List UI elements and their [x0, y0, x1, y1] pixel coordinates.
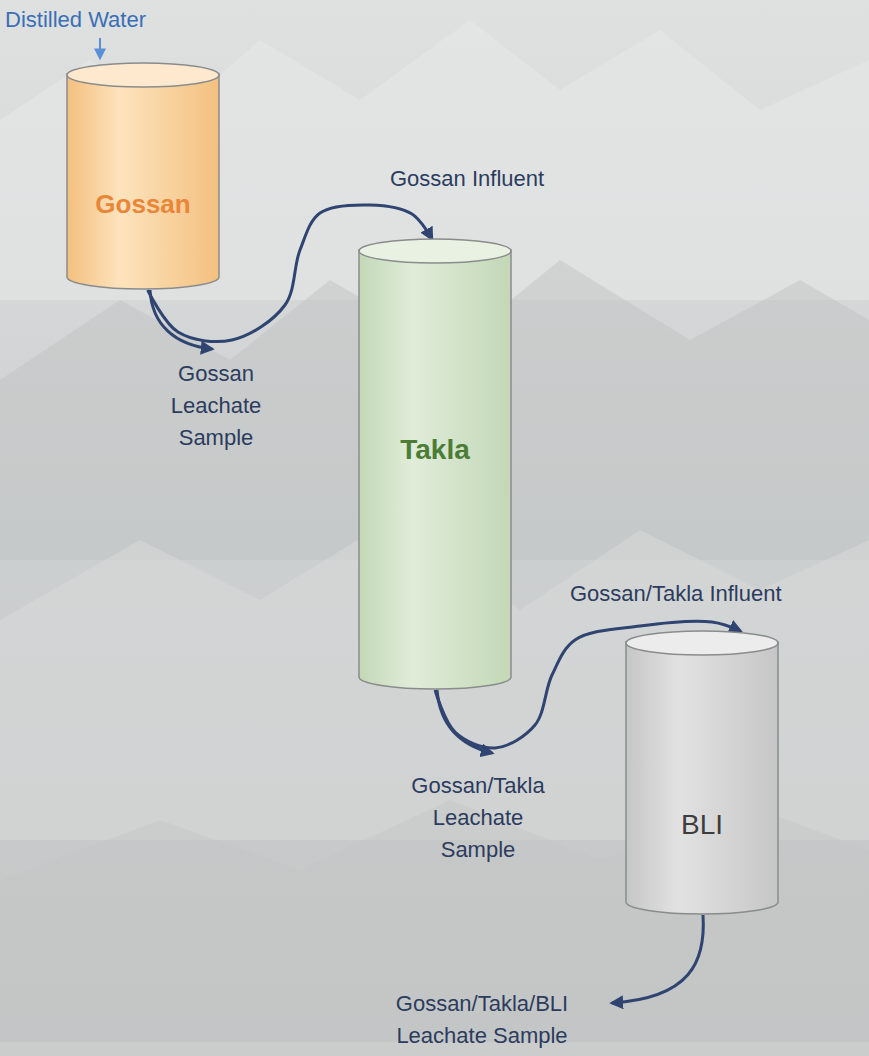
cylinder-body [67, 74, 219, 289]
sample-label: Gossan/Takla/BLI Leachate Sample [377, 988, 587, 1052]
bli-cylinder: BLI [625, 630, 779, 915]
flow-label: Gossan Influent [390, 163, 544, 195]
sample-label: Gossan Leachate Sample [156, 358, 276, 454]
flow-label: Gossan/Takla Influent [570, 578, 782, 610]
column-name: Takla [358, 433, 512, 467]
water-inflow-arrow [99, 38, 101, 58]
takla-cylinder: Takla [358, 238, 512, 690]
cylinder-body [359, 250, 511, 689]
cylinder-shape [625, 630, 779, 915]
sample-leader [437, 690, 492, 753]
sample-label: Gossan/Takla Leachate Sample [398, 770, 558, 866]
cylinder-top [359, 239, 511, 263]
input-label: Distilled Water [5, 4, 175, 36]
cylinder-shape [66, 62, 220, 290]
column-name: Gossan [66, 189, 220, 220]
cylinder-body [626, 642, 778, 914]
gossan-cylinder: Gossan [66, 62, 220, 290]
mountain-ridge [0, 20, 869, 300]
cylinder-top [67, 63, 219, 87]
sample-leader [612, 915, 703, 1003]
column-name: BLI [625, 808, 779, 842]
cylinder-top [626, 631, 778, 655]
